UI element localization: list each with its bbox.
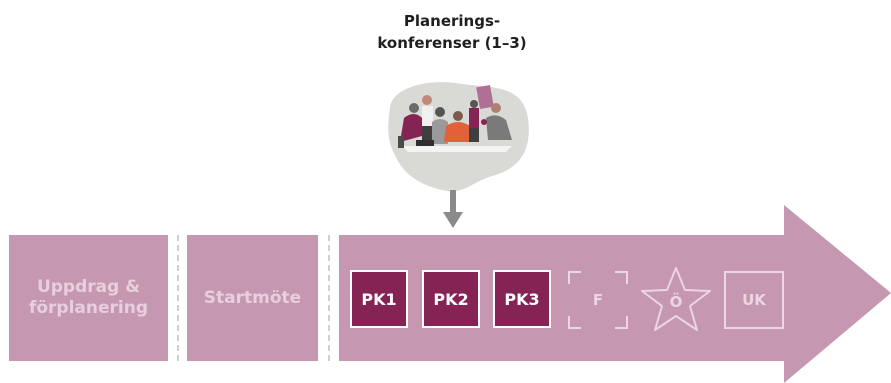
step-star: Ö — [640, 266, 712, 332]
heading: Planerings- konferenser (1–3) — [377, 12, 527, 52]
pk-box: PK2 — [422, 270, 480, 328]
pointer-arrow — [443, 190, 463, 228]
pk-box: PK3 — [493, 270, 551, 328]
phase-divider — [177, 235, 179, 361]
phase-startmote: Startmöte — [187, 235, 318, 361]
step-f: F — [567, 270, 629, 330]
phase-uppdrag-forplanering: Uppdrag & förplanering — [9, 235, 168, 361]
step-star-label: Ö — [669, 293, 683, 311]
process-arrow — [339, 205, 891, 383]
step-f-label: F — [592, 291, 604, 309]
star-icon — [641, 267, 711, 331]
bracket-corners-icon — [568, 271, 628, 329]
step-uk: UK — [724, 271, 784, 329]
phase-divider — [328, 235, 330, 361]
planning-meeting-illustration — [388, 82, 529, 192]
pk-box: PK1 — [350, 270, 408, 328]
step-uk-label: UK — [742, 291, 766, 309]
